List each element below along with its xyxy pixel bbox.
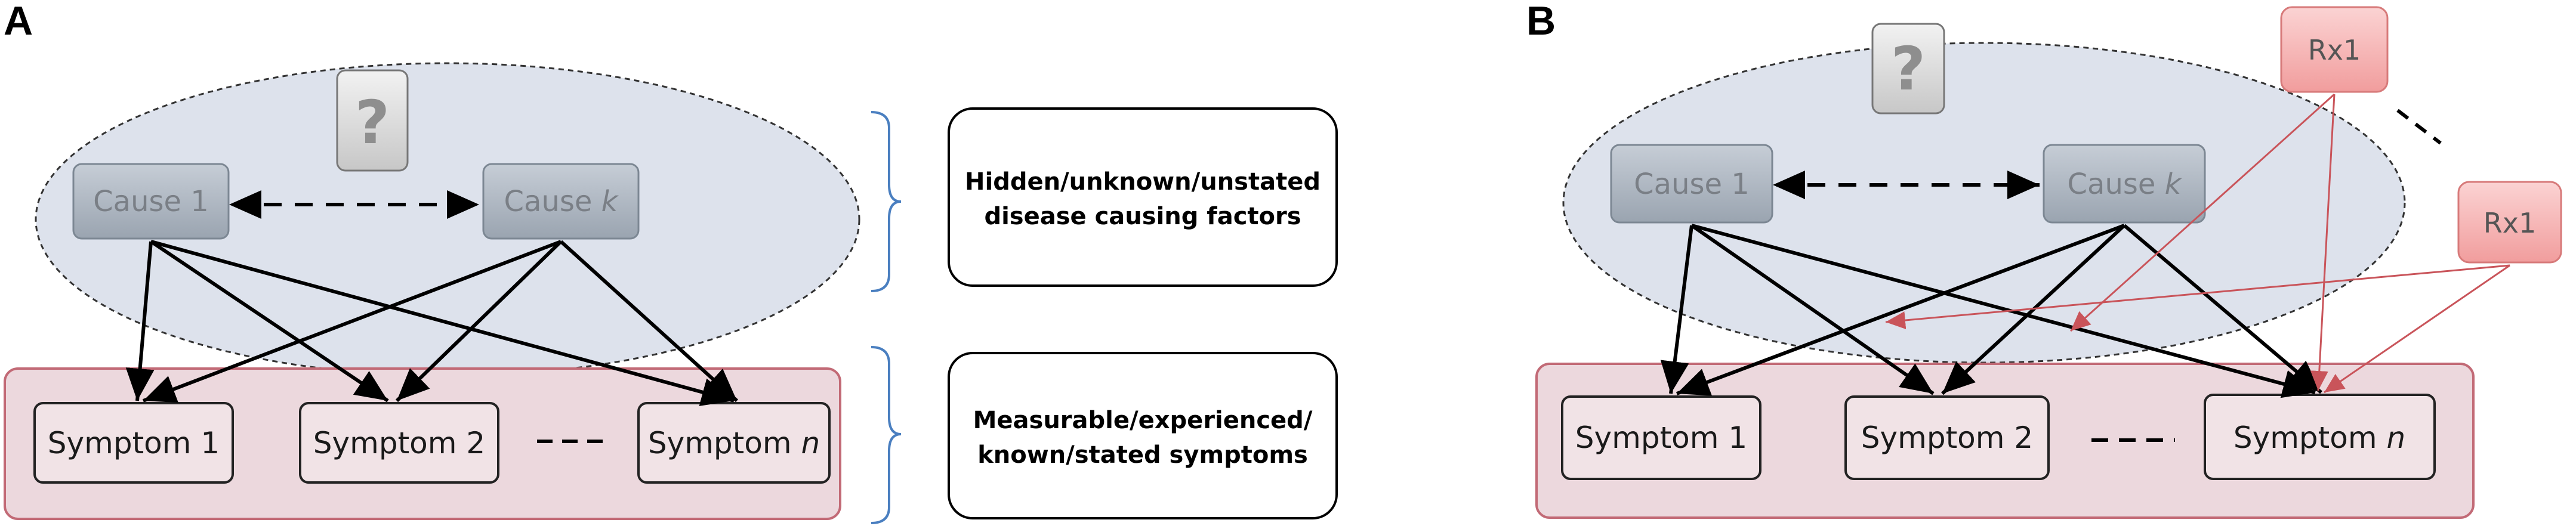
- symptom-1-box-b: [1561, 395, 1761, 480]
- cause-symptom-arrows-b: [1660, 224, 2322, 398]
- panel-b: B ? Cause 1 Cause k Symptom 1 Symptom 2 …: [1526, 0, 2562, 519]
- symptom-n-label: Symptom n: [648, 426, 820, 460]
- symptom-n-box-b: [2204, 394, 2436, 480]
- hidden-factors-box: [948, 107, 1338, 287]
- treatment-arrows: [1885, 93, 2510, 394]
- measurable-symptoms-line2: known/stated symptoms: [977, 441, 1308, 469]
- symptom-2-box-b: [1844, 395, 2050, 480]
- symptom-2-label: Symptom 2: [313, 426, 485, 460]
- panel-a: A ? Cause 1 Cause k Symptom 1 Symptom 2 …: [4, 0, 1338, 524]
- cause-1-label: Cause 1: [93, 185, 209, 218]
- unknown-cause-icon: ?: [336, 69, 409, 172]
- cause-k-box-b: [2043, 144, 2206, 224]
- symptom-n-label-b: Symptom n: [2233, 420, 2405, 455]
- symptom-2-box: [299, 402, 499, 484]
- question-mark-text-b: ?: [1891, 34, 1926, 104]
- cause-k-label-b: Cause k: [2068, 168, 2183, 201]
- symptom-2-label-b: Symptom 2: [1861, 420, 2033, 455]
- symptom-1-label-b: Symptom 1: [1575, 420, 1747, 455]
- cause-1-box-b: [1610, 144, 1773, 224]
- symptom-1-label: Symptom 1: [48, 426, 220, 460]
- cause-k-box: [482, 163, 640, 240]
- rx-top-label: Rx1: [2308, 34, 2361, 66]
- symptom-brace: [871, 346, 902, 524]
- cause-k-label: Cause k: [504, 185, 619, 218]
- panel-b-label: B: [1526, 0, 1556, 44]
- rx-top-box: [2280, 6, 2389, 93]
- symptom-n-box: [637, 402, 831, 484]
- measurable-symptoms-line1: Measurable/experienced/: [973, 407, 1313, 434]
- rx-ellipsis-dash: [2396, 109, 2442, 145]
- cause-1-box: [72, 163, 230, 240]
- cause-1-label-b: Cause 1: [1634, 168, 1750, 201]
- rx-right-label: Rx1: [2484, 207, 2536, 239]
- rx-right-box: [2457, 181, 2562, 264]
- hidden-brace: [871, 111, 902, 292]
- hidden-factors-line2: disease causing factors: [984, 203, 1301, 230]
- question-mark-text: ?: [355, 88, 390, 157]
- hidden-factors-line1: Hidden/unknown/unstated: [965, 168, 1321, 196]
- unknown-cause-icon-b: ?: [1871, 23, 1945, 115]
- cause-symptom-arrows: [125, 240, 739, 406]
- measurable-symptoms-box: [948, 352, 1338, 519]
- symptom-1-box: [33, 402, 234, 484]
- panel-a-label: A: [4, 0, 33, 44]
